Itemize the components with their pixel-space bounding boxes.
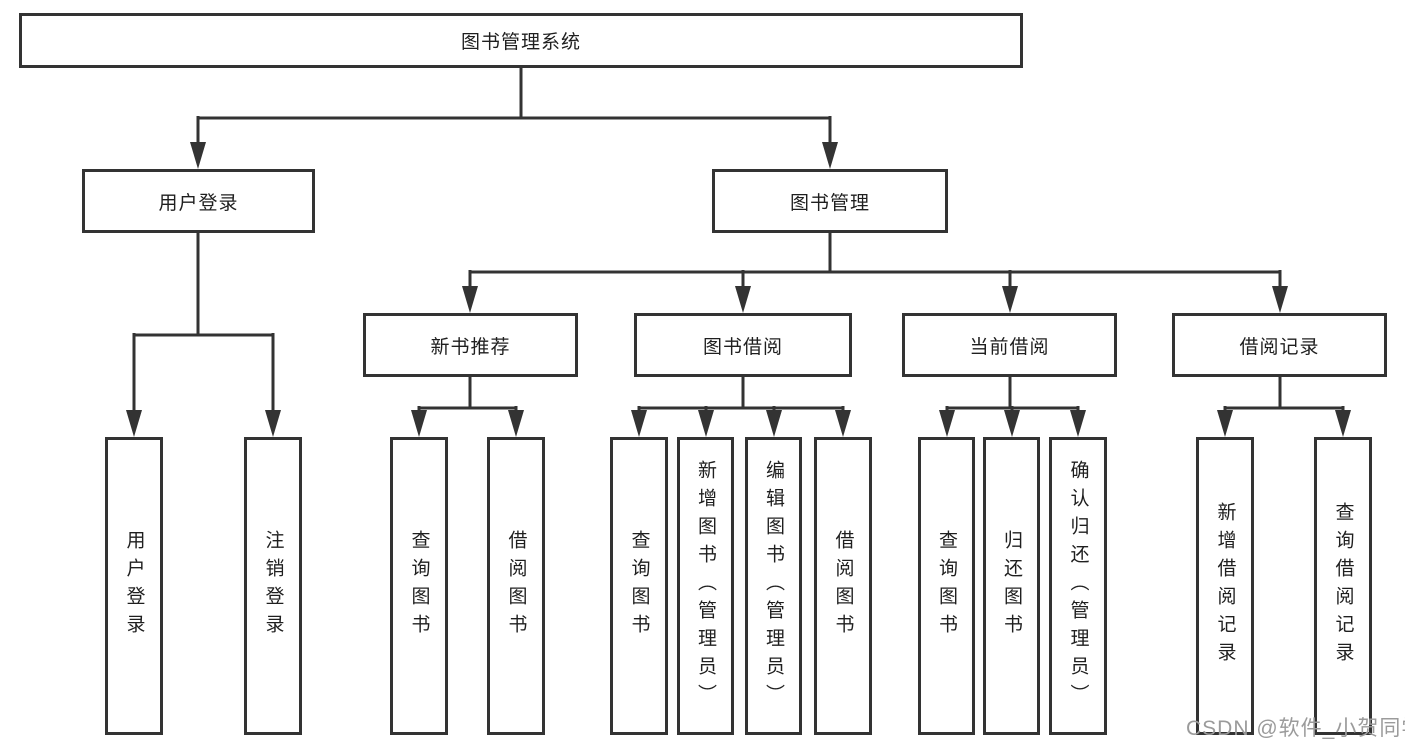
leaf-borrow-book-recommend: 借阅图书 bbox=[487, 437, 545, 735]
branch-book-borrow: 图书借阅 bbox=[634, 313, 852, 377]
leaf-query-borrow-record: 查询借阅记录 bbox=[1314, 437, 1372, 735]
branch-borrow-record: 借阅记录 bbox=[1172, 313, 1387, 377]
leaf-edit-book-admin: 编辑图书（管理员） bbox=[745, 437, 802, 735]
leaf-query-book-current: 查询图书 bbox=[918, 437, 975, 735]
branch-book-management: 图书管理 bbox=[712, 169, 948, 233]
leaf-borrow-book: 借阅图书 bbox=[814, 437, 872, 735]
leaf-return-book: 归还图书 bbox=[983, 437, 1040, 735]
leaf-add-book-admin: 新增图书（管理员） bbox=[677, 437, 734, 735]
leaf-logout: 注销登录 bbox=[244, 437, 302, 735]
leaf-query-book-borrow: 查询图书 bbox=[610, 437, 668, 735]
branch-current-borrow: 当前借阅 bbox=[902, 313, 1117, 377]
leaf-add-borrow-record: 新增借阅记录 bbox=[1196, 437, 1254, 735]
root-node: 图书管理系统 bbox=[19, 13, 1023, 68]
branch-new-book-recommend: 新书推荐 bbox=[363, 313, 578, 377]
csdn-watermark: CSDN @软件_小贺同学 bbox=[1186, 717, 1405, 740]
leaf-query-book-recommend: 查询图书 bbox=[390, 437, 448, 735]
branch-user-login: 用户登录 bbox=[82, 169, 315, 233]
arrowheads bbox=[126, 142, 1351, 437]
leaf-user-login: 用户登录 bbox=[105, 437, 163, 735]
leaf-confirm-return-admin: 确认归还（管理员） bbox=[1049, 437, 1107, 735]
